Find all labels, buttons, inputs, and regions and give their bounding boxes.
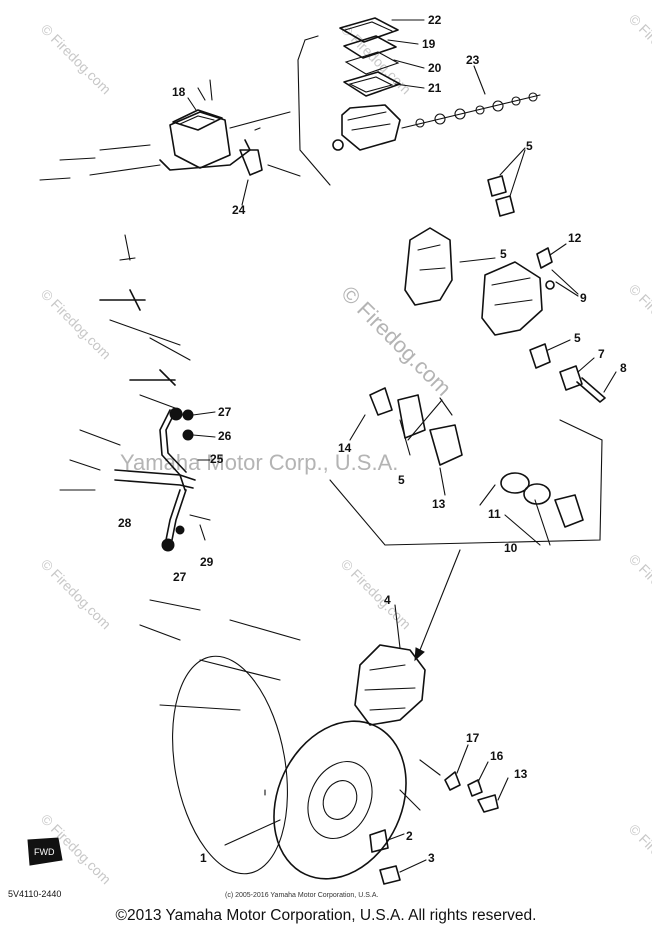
callout-c13a: 13 xyxy=(432,497,446,511)
callout-c23: 23 xyxy=(466,53,480,67)
callout-c25: 25 xyxy=(210,452,224,466)
callout-c4: 4 xyxy=(384,593,391,607)
callout-c22: 22 xyxy=(428,13,442,27)
callout-c12: 12 xyxy=(568,231,582,245)
watermark-tr: © Firedog.com xyxy=(626,11,652,87)
callout-c10: 10 xyxy=(504,541,518,555)
callout-c8: 8 xyxy=(620,361,627,375)
callout-c1: 1 xyxy=(200,851,207,865)
callout-c21: 21 xyxy=(428,81,442,95)
brake-disc-and-wheel xyxy=(139,599,427,885)
callout-c20: 20 xyxy=(428,61,442,75)
callout-c16: 16 xyxy=(490,749,504,763)
master-cylinder-assembly xyxy=(39,79,301,206)
diagram-code: 5V4110-2440 xyxy=(8,889,61,899)
callout-c27b: 27 xyxy=(173,570,187,584)
callout-c2: 2 xyxy=(406,829,413,843)
part-callouts: 2219202123182455129578272625145131110282… xyxy=(118,13,627,865)
footer-copyright: ©2013 Yamaha Motor Corporation, U.S.A. A… xyxy=(115,907,537,924)
callout-c17: 17 xyxy=(466,731,480,745)
callout-c7: 7 xyxy=(598,347,605,361)
watermark-tl: © Firedog.com xyxy=(38,21,114,97)
callout-c24: 24 xyxy=(232,203,246,217)
callout-c27a: 27 xyxy=(218,405,232,419)
callout-c18: 18 xyxy=(172,85,186,99)
callout-c5c: 5 xyxy=(574,331,581,345)
watermark-bl: © Firedog.com xyxy=(38,556,114,632)
callout-c9: 9 xyxy=(580,291,587,305)
watermark-center: © Firedog.com xyxy=(336,281,456,401)
callout-c14: 14 xyxy=(338,441,352,455)
watermark-br: © Firedog.com xyxy=(626,551,652,627)
callout-c11: 11 xyxy=(488,507,501,521)
callout-c5d: 5 xyxy=(398,473,405,487)
front-caliper xyxy=(354,604,509,813)
callout-c5a: 5 xyxy=(526,139,533,153)
callout-c19: 19 xyxy=(422,37,436,51)
source-copyright: (c) 2005-2016 Yamaha Motor Corporation, … xyxy=(225,892,378,899)
caliper-bracket-assembly xyxy=(404,147,617,403)
watermark-mr: © Firedog.com xyxy=(626,281,652,357)
callout-c29: 29 xyxy=(200,555,214,569)
fwd-label: FWD xyxy=(34,847,55,857)
callout-c13b: 13 xyxy=(514,767,528,781)
callout-c3: 3 xyxy=(428,851,435,865)
watermark-corp: Yamaha Motor Corp., U.S.A. xyxy=(120,450,398,475)
caliper-exploded-group xyxy=(329,387,603,662)
parts-diagram: © Firedog.com © Firedog.com © Firedog.co… xyxy=(8,11,652,899)
brake-hose-assembly xyxy=(59,234,216,552)
watermark-br2: © Firedog.com xyxy=(626,821,652,897)
master-cylinder-exploded-group xyxy=(297,17,541,186)
callout-c28: 28 xyxy=(118,516,132,530)
fwd-arrow: FWD xyxy=(27,837,63,866)
watermark-ml: © Firedog.com xyxy=(38,286,114,362)
callout-c5b: 5 xyxy=(500,247,507,261)
callout-c26: 26 xyxy=(218,429,232,443)
watermark-bc: © Firedog.com xyxy=(338,556,414,632)
